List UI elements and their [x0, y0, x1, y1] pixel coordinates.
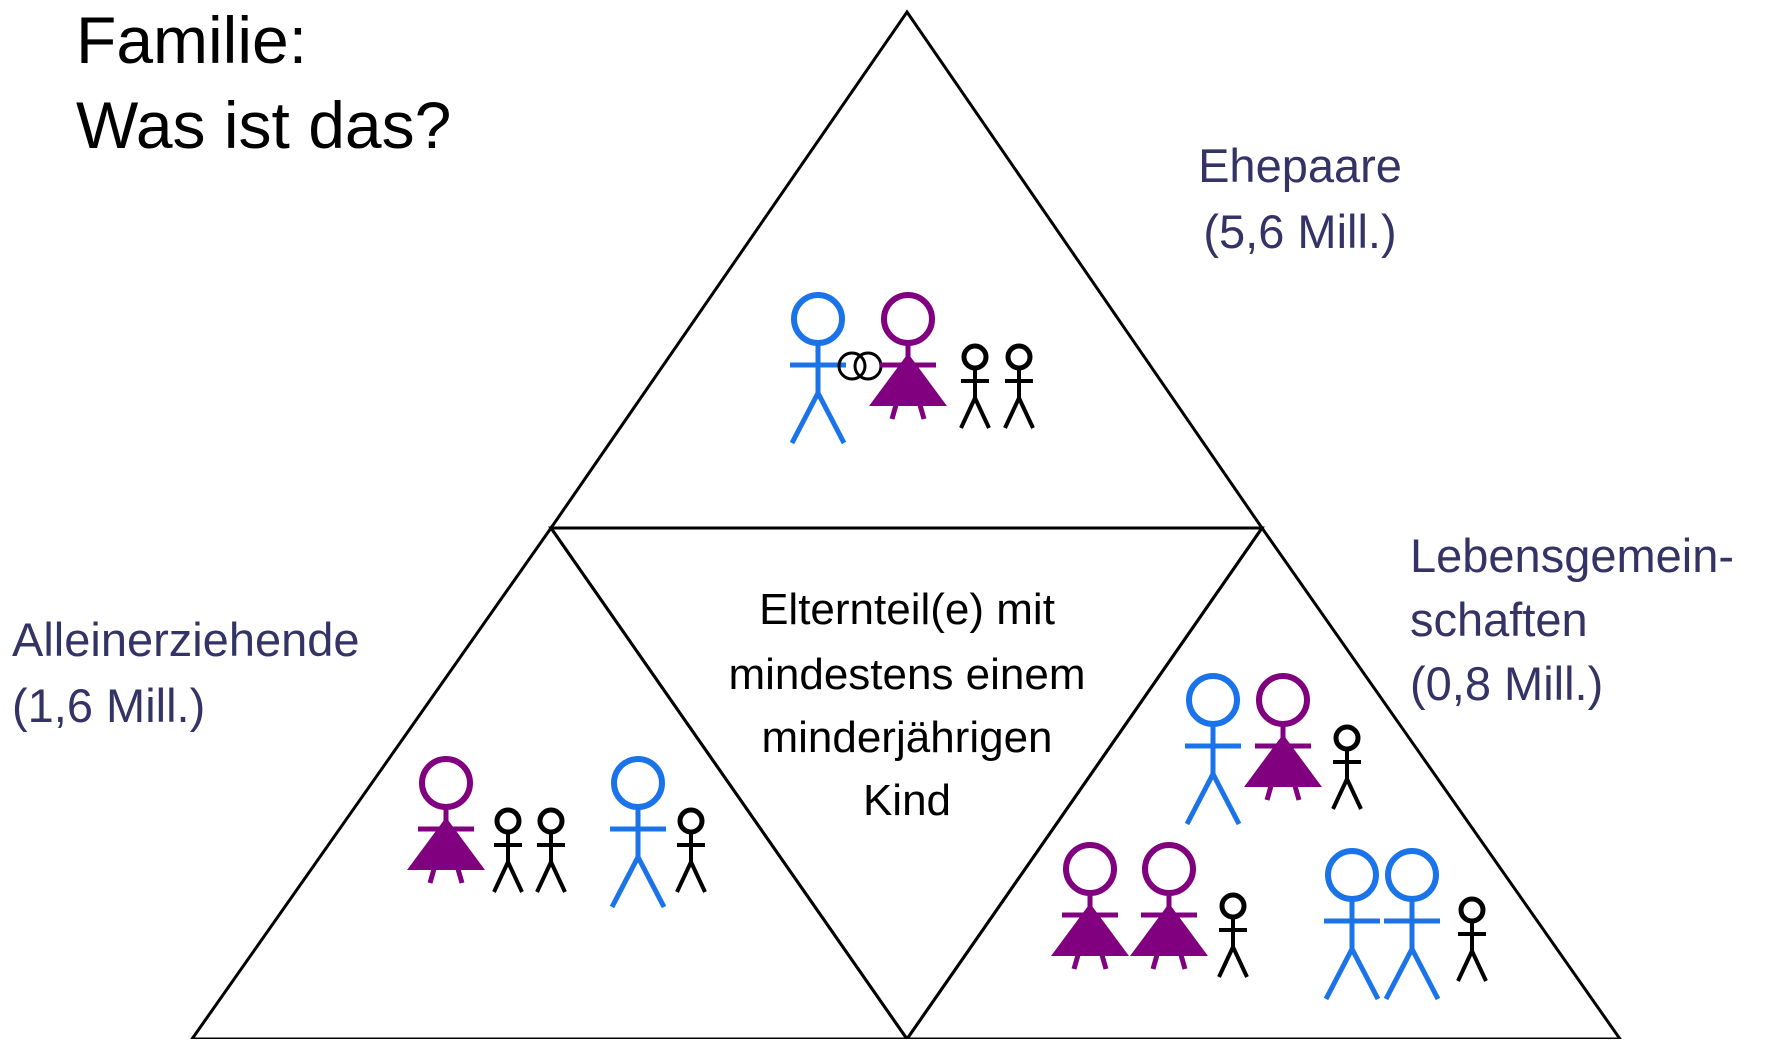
- lebensgemeinschaften-label-line-3: (0,8 Mill.): [1410, 657, 1603, 710]
- ehepaare-label: Ehepaare (5,6 Mill.): [1198, 139, 1402, 258]
- lebensgemeinschaften-label: Lebensgemein- schaften (0,8 Mill.): [1410, 529, 1734, 710]
- woman-stick-figure-icon: [407, 756, 485, 884]
- man-stick-figure-icon: [1383, 848, 1441, 1001]
- ehepaare-label-line-2: (5,6 Mill.): [1203, 205, 1396, 258]
- center-text-line-2: mindestens einem: [728, 650, 1085, 699]
- lebensgemeinschaften-family-figures: [1051, 673, 1488, 1001]
- center-triangle: [548, 526, 1265, 1042]
- man-stick-figure-icon: [789, 292, 847, 445]
- man-stick-figure-icon: [1323, 848, 1381, 1001]
- man-stick-figure-icon: [1184, 673, 1242, 826]
- center-text-line-4: Kind: [863, 776, 951, 825]
- ehepaare-family-figures: [789, 292, 1035, 445]
- woman-stick-figure-icon: [1244, 673, 1322, 801]
- center-text-line-3: minderjährigen: [761, 713, 1052, 762]
- woman-stick-figure-icon: [869, 292, 947, 420]
- child-stick-figure-icon: [535, 807, 567, 893]
- alleinerziehende-family-figures: [407, 756, 707, 909]
- top-triangle: [548, 9, 1265, 530]
- child-stick-figure-icon: [959, 343, 991, 429]
- center-text-line-1: Elternteil(e) mit: [759, 585, 1055, 634]
- woman-stick-figure-icon: [1051, 842, 1129, 970]
- child-stick-figure-icon: [1217, 892, 1249, 978]
- woman-stick-figure-icon: [1130, 842, 1208, 970]
- title-line-2: Was ist das?: [76, 88, 451, 162]
- alleinerziehende-label: Alleinerziehende (1,6 Mill.): [12, 613, 360, 732]
- alleinerziehende-label-line-2: (1,6 Mill.): [12, 679, 205, 732]
- child-stick-figure-icon: [492, 807, 524, 893]
- ehepaare-label-line-1: Ehepaare: [1198, 139, 1402, 192]
- child-stick-figure-icon: [1331, 724, 1363, 810]
- child-stick-figure-icon: [1456, 896, 1488, 982]
- title-line-1: Familie:: [76, 3, 307, 77]
- lebensgemeinschaften-label-line-1: Lebensgemein-: [1410, 529, 1734, 582]
- center-definition-text: Elternteil(e) mit mindestens einem minde…: [728, 585, 1085, 825]
- man-stick-figure-icon: [609, 756, 667, 909]
- child-stick-figure-icon: [1003, 343, 1035, 429]
- alleinerziehende-label-line-1: Alleinerziehende: [12, 613, 360, 666]
- lebensgemeinschaften-label-line-2: schaften: [1410, 593, 1588, 646]
- child-stick-figure-icon: [675, 807, 707, 893]
